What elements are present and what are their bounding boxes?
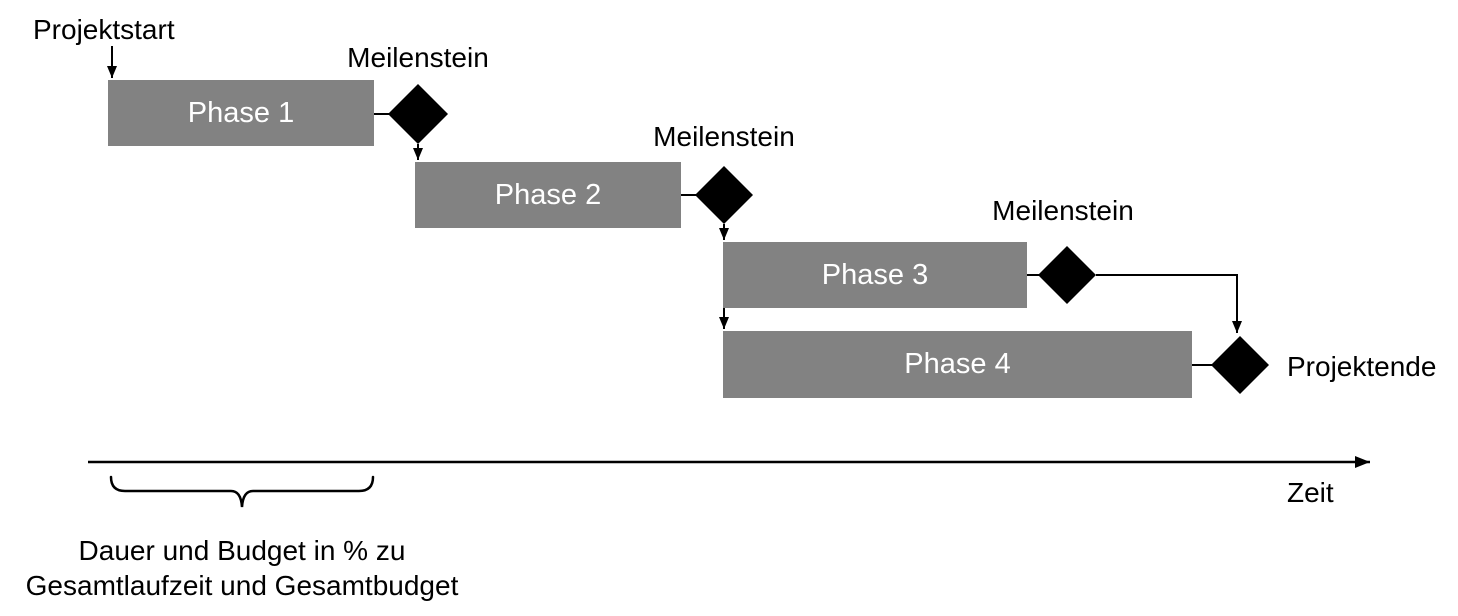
projektstart-label: Projektstart (33, 14, 175, 45)
duration-brace (109, 475, 375, 508)
phase-2-bar: Phase 2 (415, 162, 681, 228)
caption-line-1: Dauer und Budget in % zu (78, 535, 406, 566)
milestone-2-diamond (695, 166, 753, 224)
projektende-label: Projektende (1287, 351, 1437, 382)
phase-3-label: Phase 3 (821, 258, 929, 291)
phase-1-bar: Phase 1 (108, 80, 374, 146)
projektende-diamond (1211, 336, 1269, 394)
time-axis-label: Zeit (1287, 477, 1334, 508)
phase-1-label: Phase 1 (187, 96, 295, 129)
phase-4-bar: Phase 4 (723, 331, 1192, 398)
phase-4-label: Phase 4 (904, 348, 1011, 380)
caption-line-2: Gesamtlaufzeit und Gesamtbudget (25, 570, 459, 601)
phase-2-label: Phase 2 (494, 178, 602, 211)
milestone-3-label: Meilenstein (992, 195, 1134, 226)
phase-3-bar: Phase 3 (723, 242, 1027, 308)
milestone-2-label: Meilenstein (653, 121, 795, 152)
duration-budget-caption: Dauer und Budget in % zu Gesamtlaufzeit … (18, 533, 466, 603)
milestone-1-label: Meilenstein (347, 42, 489, 73)
milestone-3-diamond (1038, 246, 1096, 304)
milestone3-to-projektende-arrow (1096, 274, 1242, 333)
milestone-1-diamond (388, 84, 448, 144)
